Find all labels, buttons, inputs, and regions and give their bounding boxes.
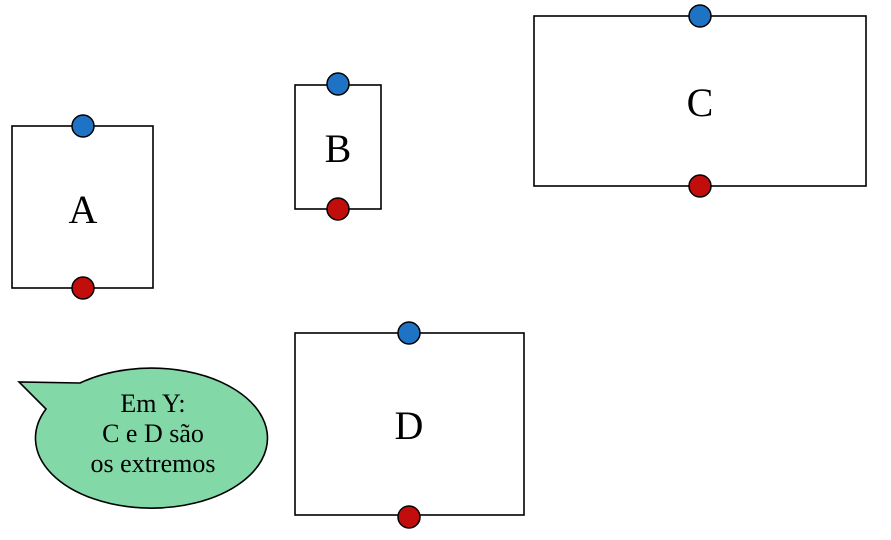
box-a-label: A [69, 187, 98, 232]
box-a: A [11, 114, 154, 300]
box-d-label: D [395, 403, 424, 448]
callout-line-3: os extremos [91, 449, 216, 478]
box-c-top-point [688, 4, 712, 28]
box-a-outline [11, 125, 154, 289]
callout-bubble-shape [17, 367, 269, 509]
box-c: C [533, 4, 867, 198]
box-b-top-point [326, 72, 350, 96]
box-d-bottom-point [397, 505, 421, 529]
box-d: D [294, 321, 525, 529]
callout-bubble: Em Y: C e D são os extremos [17, 367, 269, 509]
box-b-label: B [325, 126, 352, 171]
box-d-top-point [397, 321, 421, 345]
callout-line-1: Em Y: [120, 389, 185, 418]
box-a-bottom-point [71, 276, 95, 300]
box-b: B [294, 72, 382, 221]
box-d-outline [294, 332, 525, 516]
callout-line-2: C e D são [102, 419, 204, 448]
box-c-label: C [687, 80, 714, 125]
box-a-top-point [71, 114, 95, 138]
box-b-bottom-point [326, 197, 350, 221]
box-b-outline [294, 84, 382, 210]
box-c-bottom-point [688, 174, 712, 198]
